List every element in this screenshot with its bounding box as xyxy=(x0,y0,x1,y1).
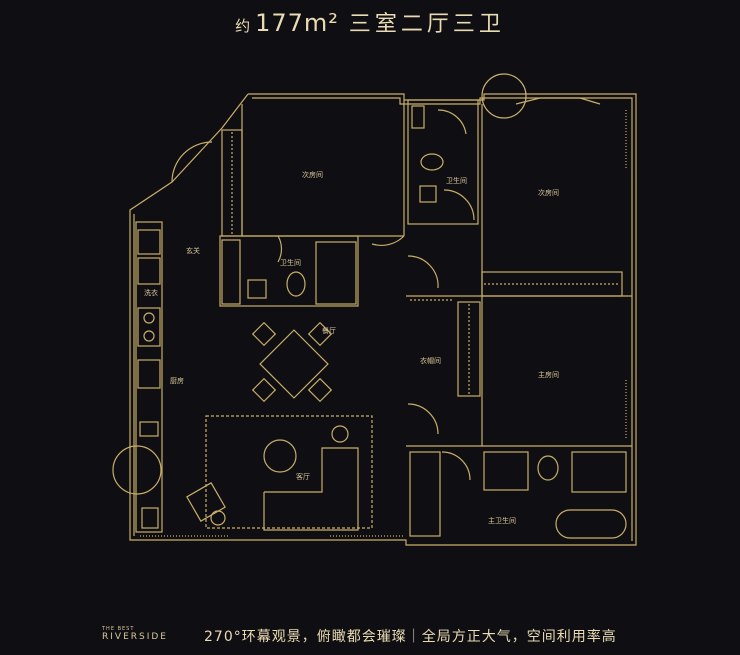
kitchen-sink xyxy=(137,359,161,389)
kitchen-counter xyxy=(135,221,163,533)
pillar xyxy=(481,73,527,119)
room-label-foyer: 玄关 xyxy=(186,247,200,255)
door xyxy=(407,255,439,289)
door xyxy=(171,141,213,183)
closet-rack xyxy=(457,301,481,397)
room-label-dining: 餐厅 xyxy=(322,327,336,335)
washer xyxy=(137,257,161,285)
coffee-table xyxy=(263,439,297,473)
door xyxy=(441,451,471,481)
door xyxy=(277,235,283,263)
area-value: 177m² xyxy=(255,9,339,37)
room-label-living: 客厅 xyxy=(296,473,310,481)
room-label-bathroom-b: 卫生间 xyxy=(446,177,467,185)
chair xyxy=(251,377,277,403)
room-label-master: 主房间 xyxy=(538,371,559,379)
outer-wall-inner xyxy=(252,97,633,541)
brand-logo: THE BEST RIVERSIDE xyxy=(102,626,168,643)
bathroom-a-shower xyxy=(315,241,357,305)
bathroom-a-cabinet xyxy=(221,239,241,305)
sink xyxy=(419,185,437,203)
room-label-master-bath: 主卫生间 xyxy=(488,517,516,525)
room-label-closet: 衣帽间 xyxy=(420,357,441,365)
rug xyxy=(205,415,373,529)
door xyxy=(371,235,405,246)
chair xyxy=(307,377,333,403)
door xyxy=(407,403,439,435)
toilet xyxy=(420,153,444,171)
area-prefix: 约 xyxy=(235,17,252,35)
chair xyxy=(307,321,333,347)
door xyxy=(443,189,475,221)
sink xyxy=(247,279,267,299)
bathroom-b xyxy=(407,99,479,225)
tagline: 270°环幕观景，俯瞰都会璀璨｜全局方正大气，空间利用率高 xyxy=(204,629,617,645)
room-label-bathroom-a: 卫生间 xyxy=(280,259,301,267)
room-count: 三室二厅三卫 xyxy=(348,12,505,37)
door xyxy=(437,109,467,135)
dining-table xyxy=(259,329,329,399)
brand-line-1: THE BEST xyxy=(102,626,135,632)
chair xyxy=(251,321,277,347)
sink xyxy=(483,451,529,491)
bathroom-a xyxy=(219,235,359,307)
room-label-bedroom-b: 次房间 xyxy=(538,189,559,197)
toilet xyxy=(537,455,559,481)
bathtub xyxy=(555,509,627,539)
room-label-bedroom-a: 次房间 xyxy=(302,171,323,179)
toilet xyxy=(286,271,306,297)
cooktop xyxy=(137,307,161,347)
room-label-kitchen: 厨房 xyxy=(170,377,184,385)
pillar xyxy=(112,445,162,495)
sofa xyxy=(263,447,359,531)
armchair xyxy=(186,482,226,522)
vanity xyxy=(409,451,441,537)
room-label-laundry: 洗衣 xyxy=(144,289,158,297)
fridge xyxy=(137,229,161,255)
outer-wall xyxy=(129,93,637,546)
brand-line-2: RIVERSIDE xyxy=(102,632,168,642)
